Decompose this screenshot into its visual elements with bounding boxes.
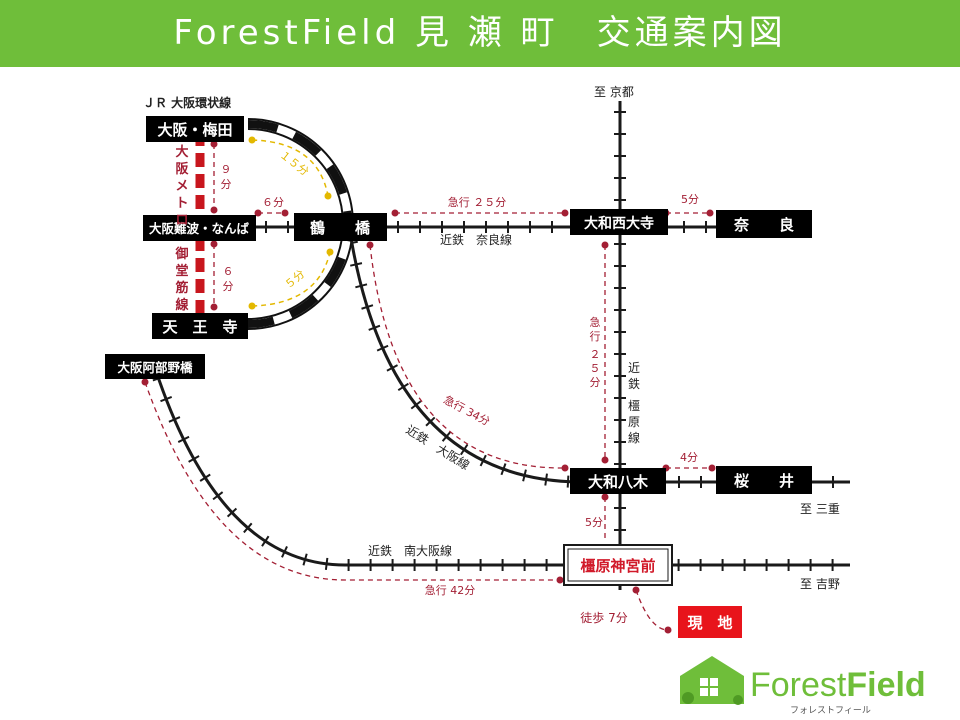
midosuji-label: 大 阪 メ ト ロ 御 堂 筋 線 <box>174 144 189 313</box>
svg-text:メ: メ <box>175 179 188 194</box>
svg-text:奈 良: 奈 良 <box>733 216 794 234</box>
kashihara-line-label: 近 鉄 橿 原 線 <box>628 361 640 445</box>
station-kashiharajingumae[interactable]: 橿原神宮前 <box>563 544 673 586</box>
svg-text:鉄: 鉄 <box>628 376 640 391</box>
svg-text:大阪難波・なんば: 大阪難波・なんば <box>149 221 250 236</box>
svg-text:御: 御 <box>174 246 188 262</box>
svg-text:橿: 橿 <box>628 399 640 413</box>
svg-text:原: 原 <box>628 415 640 429</box>
house-icon <box>680 656 744 705</box>
station-yamato-saidaiji[interactable]: 大和西大寺 <box>570 209 668 235</box>
time-namba-tennoji: ６ 分 <box>223 265 234 293</box>
station-abenobashi[interactable]: 大阪阿部野橋 <box>105 354 205 379</box>
svg-text:フォレストフィール: フォレストフィール <box>790 706 871 716</box>
track-ties <box>152 111 834 575</box>
svg-text:ト: ト <box>175 196 188 211</box>
station-osaka-umeda[interactable]: 大阪・梅田 <box>146 116 244 142</box>
svg-text:分: 分 <box>590 376 601 389</box>
station-tennoji[interactable]: 天 王 寺 <box>152 313 248 339</box>
svg-text:５: ５ <box>590 362 601 375</box>
svg-text:鶴 橋: 鶴 橋 <box>310 219 371 237</box>
kintetsu-osaka-line-track <box>348 231 581 484</box>
svg-text:ForestField: ForestField <box>750 666 926 704</box>
forestfield-logo: ForestField フォレストフィール <box>680 656 926 716</box>
time-yagi-jingumae: 5分 <box>585 516 603 529</box>
station-yamato-yagi[interactable]: 大和八木 <box>570 468 666 494</box>
svg-text:分: 分 <box>221 178 232 191</box>
header-bar: ForestField 見 瀬 町 交通案内図 <box>0 0 960 67</box>
svg-text:桜 井: 桜 井 <box>734 472 794 490</box>
minami-osaka-line-label: 近鉄 南大阪線 <box>368 543 452 558</box>
route-map: 大阪・梅田 大阪難波・なんば 天 王 寺 鶴 橋 大和西大寺 奈 良 大和八木 … <box>105 85 926 716</box>
direction-yoshino: 至 吉野 <box>800 577 840 591</box>
svg-text:近: 近 <box>628 361 640 375</box>
svg-text:大阪・梅田: 大阪・梅田 <box>157 121 232 139</box>
time-umeda-tsuruhashi: １５分 <box>277 148 311 179</box>
station-tsuruhashi[interactable]: 鶴 橋 <box>294 213 387 241</box>
site-marker[interactable]: 現 地 <box>678 606 742 638</box>
svg-text:筋: 筋 <box>174 280 188 296</box>
minami-osaka-line-track <box>153 367 850 567</box>
time-umeda-namba: ９ 分 <box>221 163 232 191</box>
svg-text:現 地: 現 地 <box>687 614 732 632</box>
time-tsuruhashi-yagi: 急行 34分 <box>441 392 492 428</box>
svg-text:橿原神宮前: 橿原神宮前 <box>580 557 655 575</box>
time-saidaiji-nara: 5分 <box>681 193 699 206</box>
direction-kyoto: 至 京都 <box>594 85 634 99</box>
time-tsuruhashi-saidaiji: 急行 ２５分 <box>448 195 507 209</box>
station-sakurai[interactable]: 桜 井 <box>716 466 812 494</box>
svg-text:阪: 阪 <box>175 162 189 177</box>
svg-text:９: ９ <box>221 163 232 176</box>
svg-text:大阪阿部野橋: 大阪阿部野橋 <box>117 360 193 375</box>
time-yagi-sakurai: 4分 <box>680 451 698 464</box>
time-namba-tsuruhashi: ６分 <box>262 196 284 209</box>
time-saidaiji-yagi: 急 行 ２ ５ 分 <box>590 315 601 389</box>
station-namba[interactable]: 大阪難波・なんば <box>143 215 256 241</box>
svg-text:堂: 堂 <box>175 263 188 279</box>
page-title: ForestField 見 瀬 町 交通案内図 <box>173 13 787 53</box>
time-tennoji-tsuruhashi: ５分 <box>282 267 307 291</box>
svg-text:分: 分 <box>223 280 234 293</box>
direction-mie: 至 三重 <box>800 502 840 516</box>
rail-tracks <box>153 101 850 590</box>
svg-text:行: 行 <box>590 330 601 343</box>
svg-text:線: 線 <box>175 297 189 313</box>
svg-text:大: 大 <box>175 144 188 160</box>
svg-text:大和西大寺: 大和西大寺 <box>584 215 654 232</box>
route-guides <box>144 144 712 631</box>
svg-text:天 王 寺: 天 王 寺 <box>162 318 237 336</box>
svg-text:ロ: ロ <box>175 213 188 228</box>
svg-text:６: ６ <box>223 265 234 278</box>
jr-loop-label: ＪＲ 大阪環状線 <box>143 95 231 110</box>
time-abenobashi-jingumae: 急行 42分 <box>425 583 476 597</box>
route-guides-jr <box>251 139 331 307</box>
svg-text:線: 線 <box>628 430 640 445</box>
nara-line-label: 近鉄 奈良線 <box>440 232 512 247</box>
station-nara[interactable]: 奈 良 <box>716 210 812 238</box>
time-walk: 徒歩 7分 <box>580 610 627 625</box>
svg-text:２: ２ <box>590 348 601 361</box>
svg-text:大和八木: 大和八木 <box>588 473 649 491</box>
svg-text:急: 急 <box>590 315 601 329</box>
